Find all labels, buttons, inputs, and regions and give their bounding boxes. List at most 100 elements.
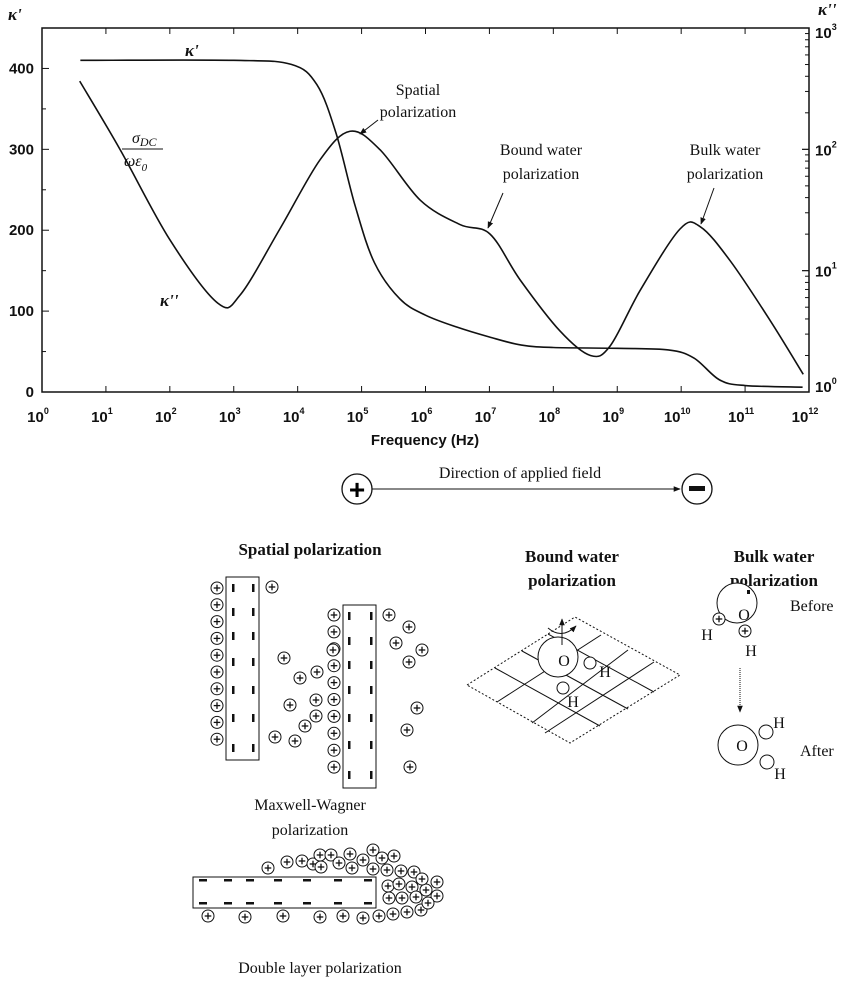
positive-ion-icon bbox=[409, 890, 423, 904]
positive-ion-icon bbox=[402, 655, 416, 669]
negative-charge-icon bbox=[334, 902, 342, 905]
negative-charge-icon bbox=[246, 902, 254, 905]
hydrogen-label: H bbox=[599, 664, 611, 681]
negative-charge-icon bbox=[252, 632, 255, 640]
positive-ion-icon bbox=[392, 877, 406, 891]
negative-charge-icon bbox=[274, 902, 282, 905]
positive-ion-icon bbox=[405, 880, 419, 894]
positive-ion-icon bbox=[276, 909, 290, 923]
positive-ion-icon bbox=[210, 615, 224, 629]
negative-electrode-icon bbox=[689, 486, 705, 491]
positive-ion-icon bbox=[343, 847, 357, 861]
positive-ion-icon bbox=[268, 730, 282, 744]
maxwell-wagner-sketch bbox=[210, 576, 429, 789]
positive-ion-icon bbox=[293, 671, 307, 685]
positive-ion-icon bbox=[415, 643, 429, 657]
x-tick-label: 1012 bbox=[792, 406, 819, 426]
conductivity-term-label: σDC ωε0 bbox=[122, 130, 163, 174]
y-tick-label: 300 bbox=[9, 141, 34, 158]
negative-charge-icon bbox=[364, 879, 372, 882]
hydrogen-label: H bbox=[773, 715, 785, 732]
positive-ion-icon bbox=[403, 760, 417, 774]
positive-ion-icon bbox=[345, 861, 359, 875]
svg-text:σDC: σDC bbox=[132, 130, 158, 149]
field-direction-label: Direction of applied field bbox=[439, 465, 601, 482]
y-right-tick-label: 101 bbox=[815, 261, 837, 281]
negative-charge-icon bbox=[252, 658, 255, 666]
negative-charge-icon bbox=[232, 714, 235, 722]
y-right-tick-label: 103 bbox=[815, 22, 837, 42]
positive-ion-icon bbox=[336, 909, 350, 923]
positive-ion-icon bbox=[327, 676, 341, 690]
left-axis-title: κ' bbox=[8, 5, 22, 24]
positive-ion-icon bbox=[261, 861, 275, 875]
y-tick-label: 200 bbox=[9, 222, 34, 239]
svg-text:ωε0: ωε0 bbox=[124, 153, 148, 174]
positive-ion-icon bbox=[210, 598, 224, 612]
x-tick-label: 101 bbox=[91, 406, 113, 426]
positive-ion-icon bbox=[210, 715, 224, 729]
after-label: After bbox=[800, 743, 834, 760]
kdoubleprime-curve-label: κ'' bbox=[160, 291, 179, 310]
negative-charge-icon bbox=[252, 584, 255, 592]
positive-ion-icon bbox=[421, 896, 435, 910]
annotation-bound-arrow bbox=[487, 192, 504, 229]
positive-ion-icon bbox=[382, 891, 396, 905]
y-tick-label: 400 bbox=[9, 60, 34, 77]
negative-charge-icon bbox=[252, 714, 255, 722]
series-kdoubleprime-line bbox=[79, 80, 804, 375]
negative-charge-icon bbox=[348, 771, 351, 779]
x-tick-label: 109 bbox=[602, 406, 624, 426]
x-tick-label: 107 bbox=[475, 406, 497, 426]
positive-ion-icon bbox=[400, 905, 414, 919]
x-tick-label: 100 bbox=[27, 406, 49, 426]
positive-ion-icon bbox=[210, 581, 224, 595]
series-kprime-line bbox=[80, 59, 803, 388]
y-right-tick-label: 102 bbox=[815, 139, 837, 159]
negative-charge-icon bbox=[348, 714, 351, 722]
positive-ion-icon bbox=[402, 620, 416, 634]
positive-ion-icon bbox=[295, 854, 309, 868]
positive-ion-icon bbox=[265, 580, 279, 594]
negative-charge-icon bbox=[252, 744, 255, 752]
x-tick-label: 106 bbox=[411, 406, 433, 426]
positive-ion-icon bbox=[210, 648, 224, 662]
positive-ion-icon bbox=[238, 910, 252, 924]
negative-charge-icon bbox=[252, 686, 255, 694]
positive-ion-icon bbox=[326, 643, 340, 657]
positive-ion-icon bbox=[366, 843, 380, 857]
positive-ion-icon bbox=[201, 909, 215, 923]
applied-field-indicator: + Direction of applied field bbox=[341, 465, 713, 505]
negative-charge-icon bbox=[274, 879, 282, 882]
x-tick-label: 102 bbox=[155, 406, 177, 426]
x-axis-title: Frequency (Hz) bbox=[371, 432, 479, 449]
positive-ion-icon bbox=[327, 726, 341, 740]
negative-charge-icon bbox=[232, 632, 235, 640]
negative-charge-icon bbox=[199, 879, 207, 882]
bound-water-sketch: O H H bbox=[466, 616, 681, 744]
annotation-bulk-arrow bbox=[700, 187, 715, 225]
negative-charge-icon bbox=[232, 584, 235, 592]
annotation-spatial-arrow bbox=[359, 119, 379, 135]
positive-ion-icon bbox=[210, 699, 224, 713]
negative-charge-icon bbox=[370, 741, 373, 749]
negative-charge-icon bbox=[348, 686, 351, 694]
positive-ion-icon bbox=[314, 860, 328, 874]
positive-ion-icon bbox=[327, 659, 341, 673]
hydrogen-label: H bbox=[701, 627, 713, 644]
negative-charge-icon bbox=[232, 686, 235, 694]
positive-ion-icon bbox=[430, 889, 444, 903]
oxygen-label: O bbox=[738, 607, 750, 624]
y-tick-label: 100 bbox=[9, 303, 34, 320]
negative-charge-icon bbox=[370, 612, 373, 620]
polarization-diagram: + Direction of applied field Spatial pol… bbox=[192, 465, 834, 977]
right-axis-title: κ'' bbox=[818, 0, 837, 19]
negative-charge-icon bbox=[370, 714, 373, 722]
spatial-title: Spatial polarization bbox=[238, 540, 382, 559]
positive-ion-icon bbox=[277, 651, 291, 665]
